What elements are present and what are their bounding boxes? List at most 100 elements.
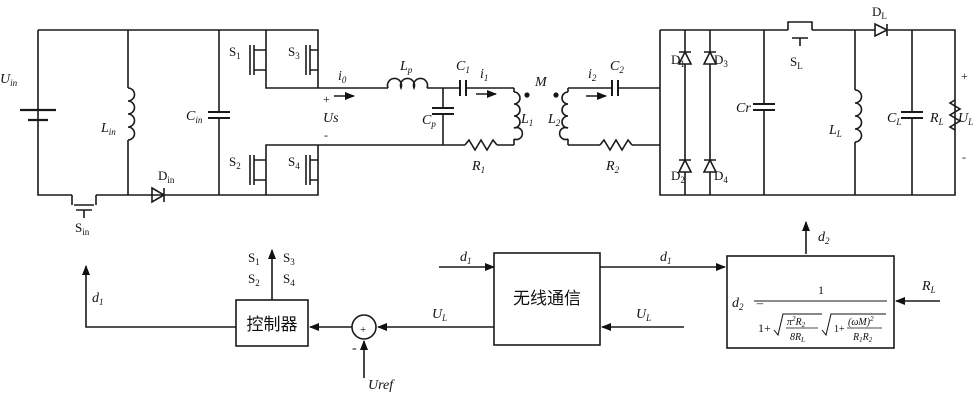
- svg-text:R1R2: R1R2: [852, 332, 873, 344]
- svg-text:d2: d2: [732, 296, 744, 312]
- label-lp: L: [399, 59, 408, 74]
- label-s1: S: [229, 44, 236, 59]
- ctrl-out-s2: S: [248, 271, 255, 286]
- svg-text:C1: C1: [456, 59, 470, 75]
- label-us-minus: -: [324, 128, 328, 142]
- summing-plus: +: [360, 324, 366, 336]
- ctrl-out-s1: S: [248, 250, 255, 265]
- svg-text:S4: S4: [283, 271, 295, 288]
- label-d4: D: [714, 168, 723, 183]
- svg-text:D1: D1: [671, 52, 685, 69]
- label-s2: S: [229, 154, 236, 169]
- svg-text:d1: d1: [660, 250, 672, 266]
- svg-text:RL: RL: [929, 111, 944, 127]
- label-ul: U: [958, 111, 969, 126]
- label-c1: C: [456, 59, 466, 74]
- ctrl-out-s3: S: [283, 250, 290, 265]
- formula-r1r2: R: [852, 332, 859, 343]
- label-c2: C: [610, 59, 620, 74]
- formula-numerator: 1: [818, 283, 824, 297]
- label-cp: C: [422, 113, 432, 128]
- svg-text:D3: D3: [714, 52, 728, 69]
- h-bridge: [249, 29, 319, 196]
- sig-d1-in: d: [460, 250, 468, 265]
- label-i0: i: [338, 69, 342, 84]
- svg-text:SL: SL: [790, 54, 803, 71]
- svg-text:D2: D2: [671, 168, 685, 185]
- svg-text:UL: UL: [636, 307, 651, 323]
- label-ul-plus: +: [961, 69, 968, 83]
- sig-d1-out: d: [660, 250, 668, 265]
- svg-text:CL: CL: [887, 111, 901, 127]
- label-i2: i: [588, 67, 592, 82]
- summing-minus: -: [352, 341, 357, 356]
- svg-text:8RL: 8RL: [790, 332, 805, 344]
- svg-text:Uin: Uin: [0, 72, 18, 88]
- svg-text:C2: C2: [610, 59, 624, 75]
- svg-text:RL: RL: [921, 279, 936, 295]
- formula-om: (ωM): [848, 317, 871, 328]
- label-rl: R: [929, 111, 939, 126]
- label-d2: D: [671, 168, 680, 183]
- svg-text:R2: R2: [605, 159, 620, 175]
- label-d1: D: [671, 52, 680, 67]
- d2-formula: d2 = 1 1+ π2R2 8RL 1+ (ωM)2 R1R2: [732, 283, 886, 344]
- svg-text:L1: L1: [520, 112, 533, 128]
- formula-eight: 8: [790, 332, 795, 343]
- sig-d2: d: [818, 230, 826, 245]
- sig-ul-left: U: [432, 307, 443, 322]
- label-ul-minus: -: [962, 150, 966, 164]
- svg-text:Cp: Cp: [422, 113, 436, 129]
- formula-eq: =: [756, 296, 764, 311]
- label-i1: i: [480, 67, 484, 82]
- svg-text:i0: i0: [338, 69, 347, 85]
- label-sl: S: [790, 54, 797, 69]
- formula-pi: π: [787, 317, 793, 328]
- control-loop: [82, 90, 940, 378]
- svg-text:UL: UL: [432, 307, 447, 323]
- svg-text:S1: S1: [229, 44, 241, 61]
- svg-text:R1: R1: [471, 159, 485, 175]
- label-din: D: [158, 168, 167, 183]
- secondary-tank: [558, 80, 660, 152]
- svg-text:i1: i1: [480, 67, 488, 83]
- label-cl: C: [887, 111, 897, 126]
- label-us-plus: +: [323, 92, 330, 106]
- svg-text:UL: UL: [958, 111, 973, 127]
- svg-text:Din: Din: [158, 168, 175, 185]
- sig-ul-right: U: [636, 307, 647, 322]
- formula-one2: 1+: [834, 324, 845, 335]
- rectifier-output: [659, 21, 962, 196]
- svg-text:i2: i2: [588, 67, 597, 83]
- label-s4: S: [288, 154, 295, 169]
- label-cin: C: [186, 109, 196, 124]
- svg-text:d2: d2: [818, 230, 830, 246]
- svg-text:S1: S1: [248, 250, 260, 267]
- svg-text:Sin: Sin: [75, 220, 90, 237]
- svg-text:S2: S2: [229, 154, 241, 171]
- controller-block-label: 控制器: [247, 315, 298, 335]
- label-us: Us: [323, 111, 339, 126]
- svg-text:Cin: Cin: [186, 109, 203, 125]
- label-dl: D: [872, 4, 881, 19]
- svg-text:S2: S2: [248, 271, 260, 288]
- label-lin: L: [100, 121, 109, 136]
- label-sin: S: [75, 220, 82, 235]
- label-d3: D: [714, 52, 723, 67]
- sig-uref: Uref: [368, 378, 395, 393]
- sig-d1-left: d: [92, 291, 100, 306]
- formula-one: 1+: [758, 321, 771, 335]
- svg-text:π2R2: π2R2: [787, 315, 806, 329]
- svg-text:d1: d1: [460, 250, 472, 266]
- svg-text:S4: S4: [288, 154, 300, 171]
- svg-text:LL: LL: [828, 123, 842, 139]
- label-r2: R: [605, 159, 615, 174]
- svg-text:Lp: Lp: [399, 59, 413, 75]
- control-labels: 控制器 无线通信 + - S1 S3 S2 S4 d1 d1 d1 d2 UL …: [92, 230, 936, 393]
- label-ll: L: [828, 123, 837, 138]
- label-uin: U: [0, 72, 11, 87]
- svg-text:(ωM)2: (ωM)2: [848, 315, 874, 328]
- svg-text:d1: d1: [92, 291, 104, 307]
- ctrl-out-s4: S: [283, 271, 290, 286]
